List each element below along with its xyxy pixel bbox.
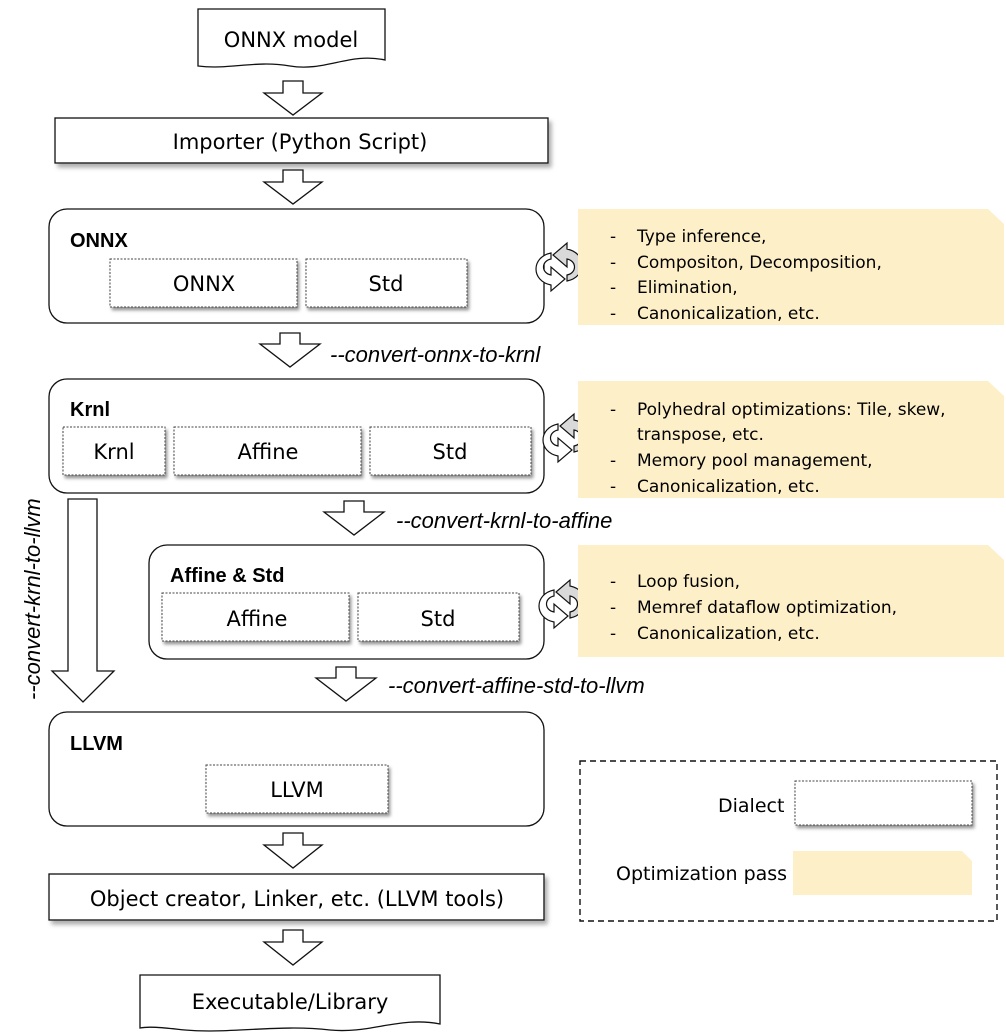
svg-text:-Canonicalization, etc.: -Canonicalization, etc. xyxy=(610,304,820,324)
svg-text:-Memory pool management,: -Memory pool management, xyxy=(610,451,873,471)
legend-optimization-label: Optimization pass xyxy=(616,863,787,885)
onnx-stage-title: ONNX xyxy=(70,230,128,252)
flow-arrow-6 xyxy=(262,832,324,869)
svg-text:-Memref dataflow optimization,: -Memref dataflow optimization, xyxy=(610,598,897,618)
dialect-std: Std xyxy=(369,426,532,476)
affine-stage-title: Affine & Std xyxy=(170,565,284,587)
krnl-opt-3: Memory pool management, xyxy=(637,451,873,471)
affine-opt-3: Canonicalization, etc. xyxy=(637,624,820,644)
affine-std-stage: Affine & Std Affine Std xyxy=(148,544,545,660)
svg-text:-Compositon, Decomposition,: -Compositon, Decomposition, xyxy=(610,253,882,273)
onnx-stage: ONNX ONNX Std xyxy=(48,208,545,324)
pass-krnl-to-affine: --convert-krnl-to-affine xyxy=(396,508,612,533)
dialect-onnx: ONNX xyxy=(109,258,298,308)
legend: Dialect Optimization pass xyxy=(579,760,998,922)
onnx-optimization-note: -Type inference, -Compositon, Decomposit… xyxy=(578,209,1004,325)
cycle-arrows-icon xyxy=(535,241,583,293)
importer-label: Importer (Python Script) xyxy=(173,130,428,154)
pass-onnx-to-krnl: --convert-onnx-to-krnl xyxy=(330,342,541,367)
legend-dialect-swatch xyxy=(794,780,973,826)
svg-text:Affine: Affine xyxy=(238,440,299,464)
krnl-stage-title: Krnl xyxy=(70,399,110,421)
onnx-model-label: ONNX model xyxy=(224,28,358,52)
svg-text:ONNX: ONNX xyxy=(173,272,235,296)
dialect-affine: Affine xyxy=(173,426,362,476)
flow-arrow-2 xyxy=(262,169,324,205)
affine-optimization-note: -Loop fusion, -Memref dataflow optimizat… xyxy=(578,545,1004,657)
dialect-std: Std xyxy=(357,592,520,642)
flow-arrow-7 xyxy=(262,929,324,966)
flow-arrow-1 xyxy=(262,80,324,116)
svg-text:-Canonicalization, etc.: -Canonicalization, etc. xyxy=(610,477,820,497)
dialect-krnl: Krnl xyxy=(62,426,166,476)
svg-text:Krnl: Krnl xyxy=(93,440,134,464)
flow-arrow-4 xyxy=(322,500,386,536)
svg-text:Affine: Affine xyxy=(227,607,288,631)
krnl-opt-1: Polyhedral optimizations: Tile, skew, xyxy=(637,400,946,420)
svg-text:-Loop fusion,: -Loop fusion, xyxy=(610,572,740,592)
llvm-stage: LLVM LLVM xyxy=(48,711,545,827)
krnl-stage: Krnl Krnl Affine Std xyxy=(48,378,545,494)
svg-text:transpose, etc.: transpose, etc. xyxy=(637,425,764,445)
dialect-llvm: LLVM xyxy=(205,764,389,814)
executable-label: Executable/Library xyxy=(192,990,389,1014)
svg-text:LLVM: LLVM xyxy=(270,778,324,802)
executable-library-doc: Executable/Library xyxy=(139,974,441,1032)
svg-text:-Polyhedral optimizations: Til: -Polyhedral optimizations: Tile, skew, xyxy=(610,400,946,420)
svg-text:-Canonicalization, etc.: -Canonicalization, etc. xyxy=(610,624,820,644)
pass-krnl-to-llvm: --convert-krnl-to-llvm xyxy=(20,498,45,700)
onnx-opt-4: Canonicalization, etc. xyxy=(637,304,820,324)
krnl-opt-2: transpose, etc. xyxy=(637,425,764,445)
dialect-std: Std xyxy=(305,258,468,308)
svg-text:-Elimination,: -Elimination, xyxy=(610,278,738,298)
affine-opt-1: Loop fusion, xyxy=(637,572,740,592)
llvm-stage-title: LLVM xyxy=(70,733,123,755)
onnx-opt-1: Type inference, xyxy=(636,227,766,247)
onnx-model-doc: ONNX model xyxy=(197,8,386,68)
legend-dialect-label: Dialect xyxy=(718,795,784,817)
dialect-affine: Affine xyxy=(161,592,350,642)
importer-box: Importer (Python Script) xyxy=(54,117,549,164)
pass-affine-std-to-llvm: --convert-affine-std-to-llvm xyxy=(388,673,645,698)
krnl-optimization-note: -Polyhedral optimizations: Tile, skew, t… xyxy=(578,381,1004,498)
svg-text:Std: Std xyxy=(421,607,456,631)
llvm-tools-box: Object creator, Linker, etc. (LLVM tools… xyxy=(48,873,545,921)
flow-arrow-5 xyxy=(314,666,378,702)
flow-arrow-3 xyxy=(258,332,322,368)
svg-text:Std: Std xyxy=(369,272,404,296)
krnl-opt-4: Canonicalization, etc. xyxy=(637,477,820,497)
flow-arrow-krnl-to-llvm xyxy=(50,498,116,703)
svg-text:Std: Std xyxy=(433,440,468,464)
llvm-tools-label: Object creator, Linker, etc. (LLVM tools… xyxy=(90,887,504,911)
legend-optimization-swatch xyxy=(793,851,972,895)
svg-text:-Type inference,: -Type inference, xyxy=(610,227,766,247)
onnx-opt-2: Compositon, Decomposition, xyxy=(637,253,882,273)
onnx-opt-3: Elimination, xyxy=(637,278,738,298)
affine-opt-2: Memref dataflow optimization, xyxy=(637,598,897,618)
